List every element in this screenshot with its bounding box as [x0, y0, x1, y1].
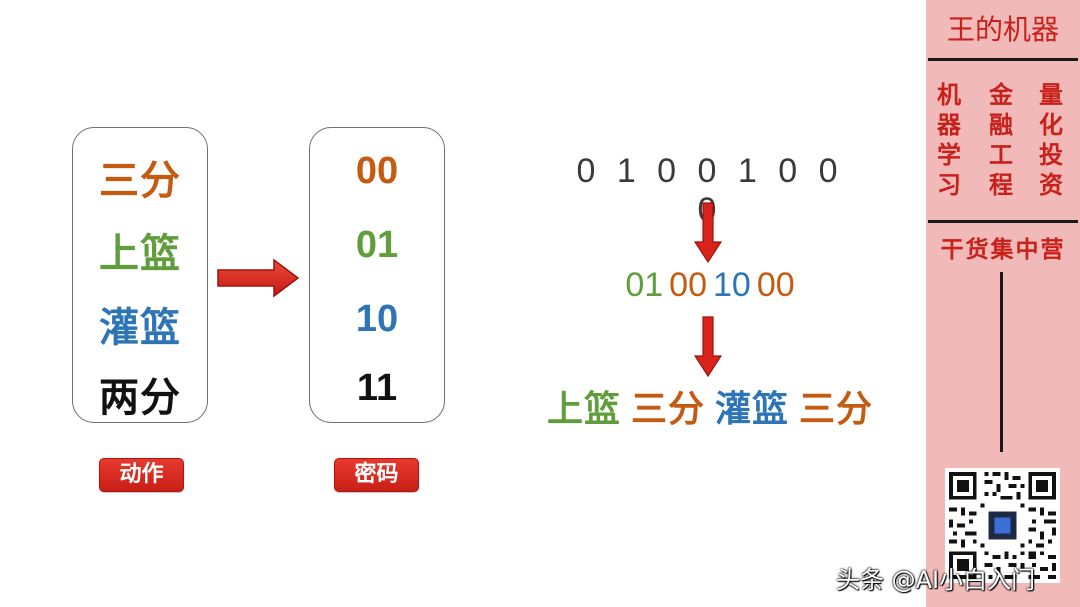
- result-item: 灌篮: [715, 389, 790, 430]
- topic-column: 量化投资: [1039, 80, 1063, 199]
- topic-column: 金融工程: [989, 80, 1013, 199]
- brand-title: 王的机器: [946, 13, 1059, 46]
- result-item: 三分: [630, 389, 705, 430]
- code-item: 01: [355, 224, 399, 266]
- divider: [928, 220, 1078, 223]
- right-arrow-icon: [217, 258, 300, 298]
- action-item: 三分: [99, 158, 181, 204]
- topic-column: 机器学习: [937, 80, 961, 199]
- slogan: 干货集中营: [940, 236, 1066, 263]
- code-item: 00: [355, 150, 399, 192]
- actions-badge: 动作: [99, 458, 184, 492]
- codes-badge: 密码: [334, 458, 419, 492]
- result-item: 上篮: [546, 389, 621, 430]
- code-item: 11: [356, 367, 398, 409]
- group-item: 00: [756, 266, 795, 304]
- action-item: 灌篮: [99, 305, 181, 351]
- down-arrow-icon: [694, 316, 722, 378]
- codes-box: 00 01 10 11: [309, 127, 445, 423]
- code-item: 10: [355, 298, 399, 340]
- group-item: 10: [713, 266, 751, 304]
- decoded-result: 上篮三分灌篮三分: [520, 380, 900, 432]
- watermark: 头条 @AI小白入门: [836, 566, 1036, 594]
- action-item: 上篮: [99, 231, 181, 277]
- group-item: 01: [625, 266, 664, 304]
- qr-code-icon[interactable]: [945, 468, 1060, 583]
- divider: [928, 58, 1078, 61]
- down-arrow-icon: [694, 202, 722, 264]
- action-item: 两分: [99, 375, 181, 421]
- group-item: 00: [669, 266, 707, 304]
- result-item: 三分: [799, 389, 874, 430]
- divider: [1000, 272, 1003, 452]
- actions-box: 三分 上篮 灌篮 两分: [72, 127, 208, 423]
